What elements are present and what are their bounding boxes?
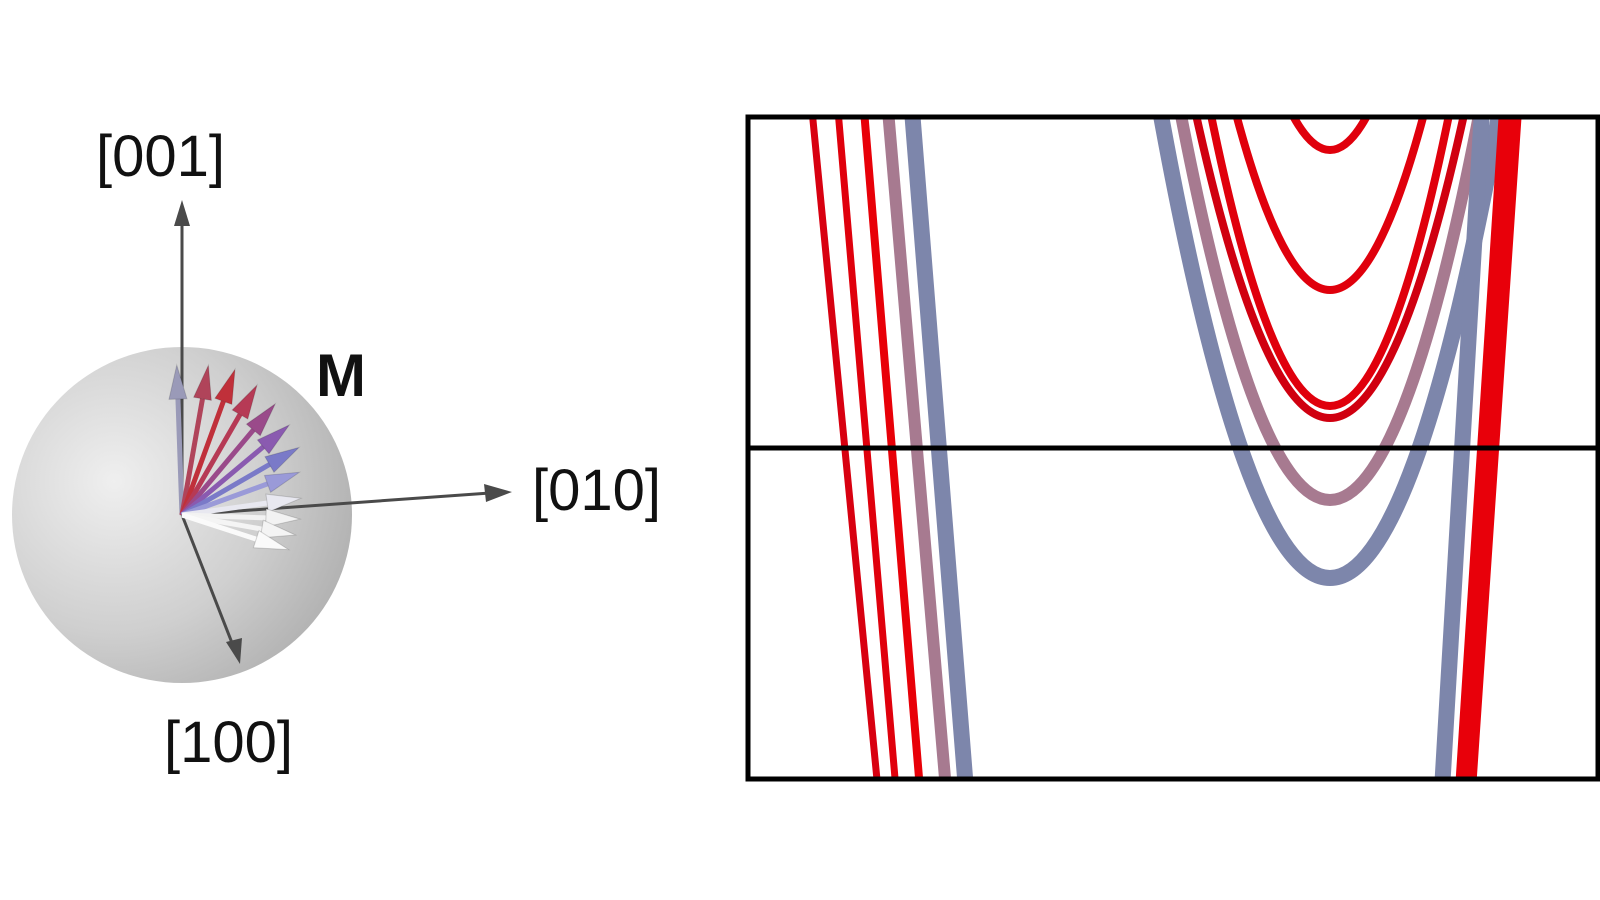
- axis-label-010: [010]: [532, 458, 661, 523]
- central-band-curve: [1192, 119, 1468, 422]
- central-band-group: [1153, 119, 1507, 586]
- magnetization-arrow: [180, 446, 301, 518]
- magnetization-arrow: [180, 423, 291, 517]
- arrow-shaft: [180, 428, 256, 517]
- arrow-head: [245, 402, 277, 437]
- axis-label-001: [001]: [96, 124, 225, 189]
- magnetization-arrow: [168, 363, 188, 516]
- arrow-shaft: [180, 444, 265, 517]
- arrow-head: [231, 383, 258, 420]
- magnetization-arrow: [181, 471, 302, 518]
- central-band-curve: [1175, 119, 1485, 506]
- arrow-shaft: [175, 398, 185, 516]
- axis-label-100: [100]: [164, 710, 293, 775]
- arrow-shaft: [179, 398, 205, 516]
- arrow-head: [265, 493, 303, 513]
- arrow-shaft: [181, 512, 257, 542]
- sphere-diagram: [001] [010] [100] M: [12, 124, 661, 775]
- arrow-head: [168, 363, 188, 400]
- arrow-head: [259, 519, 298, 539]
- arrow-shaft: [180, 462, 271, 518]
- arrow-head: [192, 363, 212, 401]
- magnetization-arrow: [179, 367, 236, 516]
- magnetization-arrow: [180, 402, 277, 517]
- arrow-head: [214, 367, 236, 406]
- arrow-head: [264, 446, 301, 474]
- axis-010-arrowhead: [484, 484, 512, 502]
- axis-010-line: [181, 491, 491, 517]
- magnetization-label-m: M: [316, 342, 366, 409]
- band-panel: [745, 114, 1600, 782]
- arrow-head: [256, 423, 291, 455]
- arrow-head: [252, 529, 291, 551]
- arrow-head: [263, 471, 302, 494]
- arrow-head: [265, 508, 302, 528]
- central-band-curve: [1233, 119, 1427, 294]
- magnetization-arrow: [179, 383, 258, 517]
- axis-001-arrowhead: [174, 200, 190, 226]
- axis-100-line: [180, 514, 236, 649]
- arrow-shaft: [179, 400, 226, 516]
- central-band-curve: [1207, 119, 1453, 410]
- magnetization-arrow: [181, 512, 291, 551]
- arrow-shaft: [179, 413, 243, 517]
- magnetization-arrow: [179, 363, 212, 516]
- central-band-curve: [1290, 119, 1370, 154]
- axis-100-arrowhead: [226, 638, 242, 664]
- magnetization-arrow-fan: [168, 363, 303, 551]
- central-band-curve: [1153, 119, 1507, 586]
- arrow-shaft: [181, 481, 269, 518]
